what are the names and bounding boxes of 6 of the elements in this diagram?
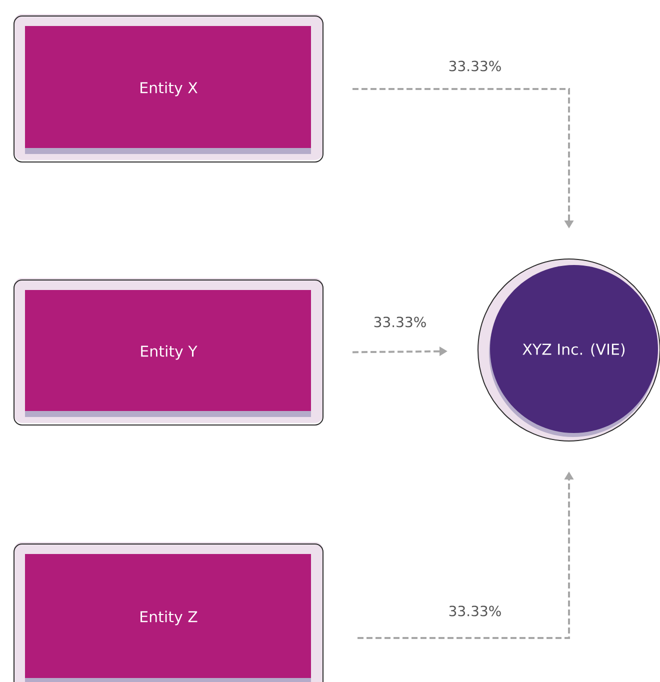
entity-box: Entity Y — [14, 278, 324, 426]
edge-label: 33.33% — [372, 316, 428, 328]
entity-box: Entity X — [14, 14, 324, 162]
entity-box: Entity Z — [14, 542, 324, 682]
edge-label: 33.33% — [447, 60, 503, 72]
edge-label: 33.33% — [447, 604, 503, 618]
